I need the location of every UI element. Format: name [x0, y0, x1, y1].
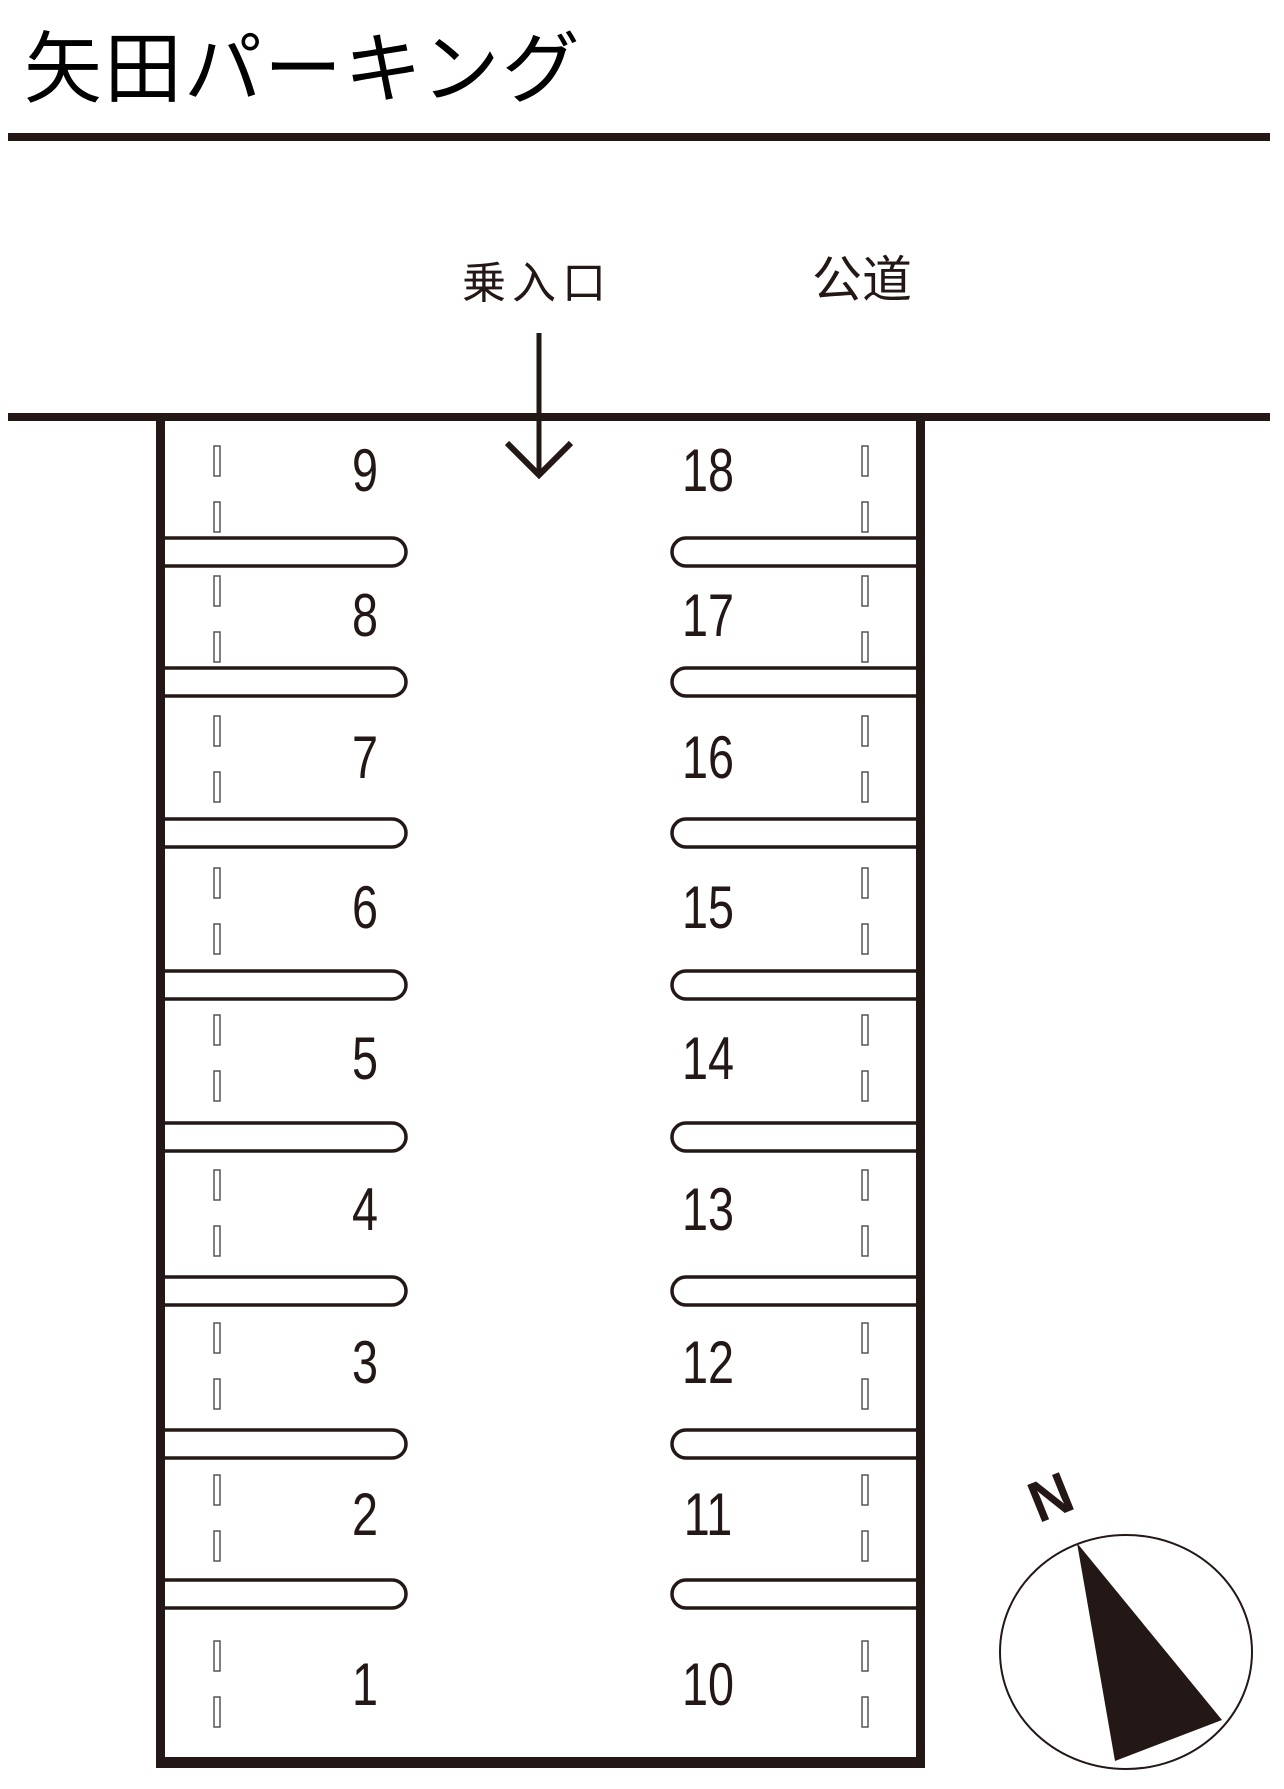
wheel-stop-markers	[213, 445, 869, 1728]
stall-number-8: 8	[351, 582, 379, 649]
stall-number-15: 15	[681, 874, 735, 941]
entrance-label: 乗入口	[462, 258, 612, 309]
stall-number-12: 12	[681, 1329, 735, 1396]
public-road-label: 公道	[812, 251, 912, 309]
stall-number-13: 13	[681, 1176, 735, 1243]
north-compass-icon	[999, 1534, 1253, 1770]
stall-number-3: 3	[351, 1329, 379, 1396]
lot-wall-left	[156, 413, 165, 1768]
right-stall-dividers	[670, 536, 916, 1610]
lot-wall-right	[916, 413, 925, 1768]
road-edge-line	[8, 413, 1270, 421]
stall-number-2: 2	[351, 1481, 379, 1548]
title-divider	[8, 133, 1270, 141]
page-title: 矢田パーキング	[24, 25, 582, 115]
stall-number-7: 7	[351, 724, 379, 791]
stall-number-4: 4	[351, 1176, 379, 1243]
stall-number-6: 6	[351, 874, 379, 941]
stall-number-14: 14	[681, 1025, 735, 1092]
stall-number-5: 5	[351, 1025, 379, 1092]
stall-number-10: 10	[681, 1651, 735, 1718]
stall-number-16: 16	[681, 724, 735, 791]
stall-number-1: 1	[351, 1651, 379, 1718]
stall-number-11: 11	[683, 1481, 733, 1548]
stall-number-17: 17	[681, 582, 735, 649]
left-stall-dividers	[165, 536, 408, 1610]
stall-number-9: 9	[351, 437, 379, 504]
stall-number-18: 18	[681, 437, 735, 504]
lot-wall-bottom	[156, 1757, 925, 1768]
arrow-down-icon	[504, 333, 574, 480]
